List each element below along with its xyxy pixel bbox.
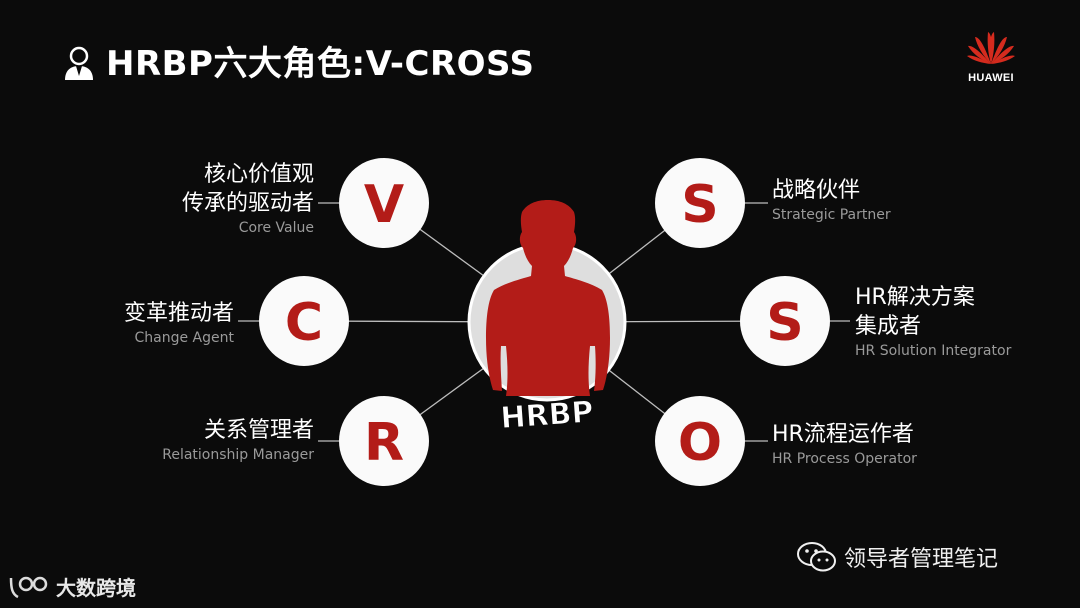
role-s2-cn-line1: HR解决方案 [855,285,975,310]
watermark-left-text: 大数跨境 [56,576,136,600]
role-letter-o: O [678,413,722,473]
role-s1-text: 战略伙伴 Strategic Partner [772,176,891,225]
role-v-cn-line1: 核心价值观 [203,162,314,187]
role-circle-s2: S [740,276,830,366]
role-circle-v: V [339,158,429,248]
role-o-cn: HR流程运作者 [772,422,914,447]
role-circle-s1: S [655,158,745,248]
role-letter-s1: S [681,175,718,235]
brand-logo: HUAWEI [962,28,1020,84]
page-title: HRBP六大角色:V-CROSS [106,44,535,84]
role-s1-cn: 战略伙伴 [772,178,861,203]
wechat-icon [797,542,836,572]
huawei-logo-icon [967,32,1015,64]
role-s2-cn-line2: 集成者 [855,314,922,339]
role-v-cn-line2: 传承的驱动者 [181,191,314,216]
role-letter-r: R [364,413,404,473]
watermark-left: 大数跨境 [8,572,136,601]
role-letter-s2: S [766,293,803,353]
role-v-text: 核心价值观 传承的驱动者 Core Value [182,160,314,238]
user-icon [65,46,93,80]
role-s1-en: Strategic Partner [772,207,891,223]
role-o-text: HR流程运作者 HR Process Operator [772,420,917,469]
center-label: HRBP [499,395,594,436]
role-c-cn: 变革推动者 [123,301,234,326]
role-v-en: Core Value [238,220,314,236]
person-silhouette-icon [486,200,610,396]
watermark-right: 领导者管理笔记 [796,540,998,574]
role-circle-r: R [339,396,429,486]
role-letter-v: V [364,175,404,235]
watermark-right-text: 领导者管理笔记 [844,547,999,572]
title-bar: HRBP六大角色:V-CROSS [62,42,535,86]
role-c-en: Change Agent [134,330,235,346]
role-s2-text: HR解决方案 集成者 HR Solution Integrator [855,283,1011,361]
brand-name: HUAWEI [968,72,1014,84]
role-s2-en: HR Solution Integrator [855,343,1012,359]
role-o-en: HR Process Operator [772,451,917,467]
role-r-cn: 关系管理者 [203,418,314,443]
role-r-en: Relationship Manager [162,447,314,463]
role-circle-c: C [259,276,349,366]
role-circle-o: O [655,396,745,486]
watermark-logo-icon [9,576,48,598]
role-c-text: 变革推动者 Change Agent [124,299,234,348]
role-r-text: 关系管理者 Relationship Manager [162,416,314,465]
role-letter-c: C [285,293,323,353]
